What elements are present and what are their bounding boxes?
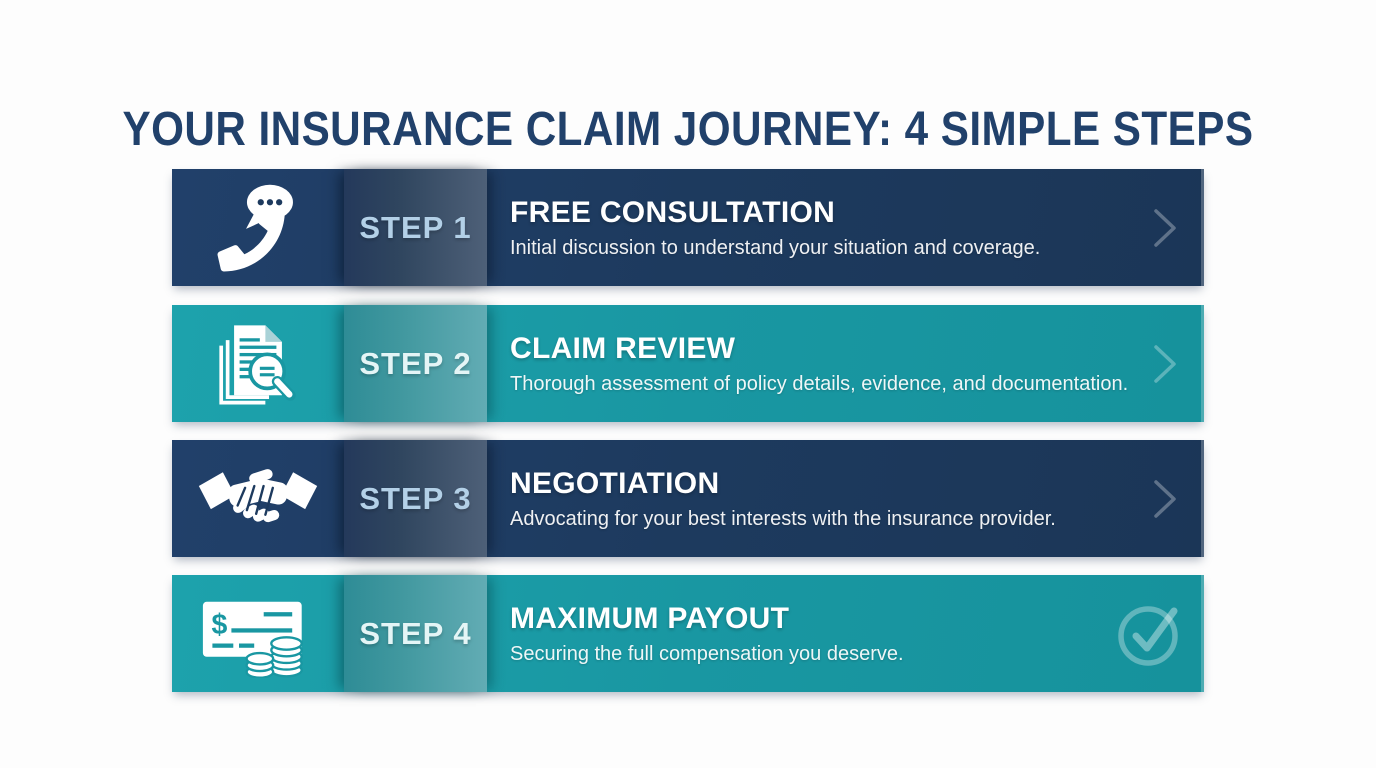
document-search-icon — [219, 324, 296, 404]
arrow-right-icon — [1094, 344, 1176, 383]
step-2-icon-cell — [172, 305, 344, 422]
step-1-icon-cell — [172, 169, 344, 286]
step-1-description: Initial discussion to understand your si… — [510, 236, 1041, 259]
step-4-icon-cell: $ — [172, 575, 344, 692]
step-2-content: CLAIM REVIEW Thorough assessment of poli… — [487, 305, 1263, 422]
step-2-label: STEP 2 — [359, 345, 472, 381]
step-3-description: Advocating for your best interests with … — [510, 507, 1056, 530]
handshake-icon — [198, 468, 318, 522]
step-2-description: Thorough assessment of policy details, e… — [510, 372, 1129, 395]
step-4-badge: STEP 4 — [344, 575, 487, 692]
step-row-2: STEP 2 CLAIM REVIEW Thorough assessment … — [172, 305, 1204, 422]
money-check-coins-icon: $ — [202, 601, 303, 678]
step-3-badge: STEP 3 — [344, 440, 487, 557]
step-2-badge: STEP 2 — [344, 305, 487, 422]
step-3-content: NEGOTIATION Advocating for your best int… — [487, 440, 1204, 557]
step-4-title: MAXIMUM PAYOUT — [510, 601, 790, 635]
step-1-badge: STEP 1 — [344, 169, 487, 286]
step-1-content: FREE CONSULTATION Initial discussion to … — [487, 169, 1204, 286]
step-row-4: $ STEP 4 MAXIMUM PAYOUT Securing the ful… — [172, 575, 1204, 692]
step-4-description: Securing the full compensation you deser… — [510, 642, 904, 665]
page-title: YOUR INSURANCE CLAIM JOURNEY: 4 SIMPLE S… — [122, 103, 1254, 157]
arrow-right-icon — [1094, 208, 1176, 247]
step-row-3: STEP 3 NEGOTIATION Advocating for your b… — [172, 440, 1204, 557]
step-4-label: STEP 4 — [359, 615, 472, 651]
arrow-right-icon — [1094, 479, 1176, 518]
step-3-label: STEP 3 — [359, 480, 472, 516]
step-1-label: STEP 1 — [359, 209, 472, 245]
step-3-icon-cell — [172, 440, 344, 557]
phone-chat-icon — [217, 184, 293, 271]
check-circle-icon — [1118, 605, 1178, 666]
step-3-title: NEGOTIATION — [510, 466, 720, 500]
svg-text:$: $ — [211, 609, 227, 641]
step-1-title: FREE CONSULTATION — [510, 195, 836, 229]
step-row-1: STEP 1 FREE CONSULTATION Initial discuss… — [172, 169, 1204, 286]
step-2-title: CLAIM REVIEW — [510, 331, 736, 365]
step-4-content: MAXIMUM PAYOUT Securing the full compens… — [487, 575, 1204, 692]
